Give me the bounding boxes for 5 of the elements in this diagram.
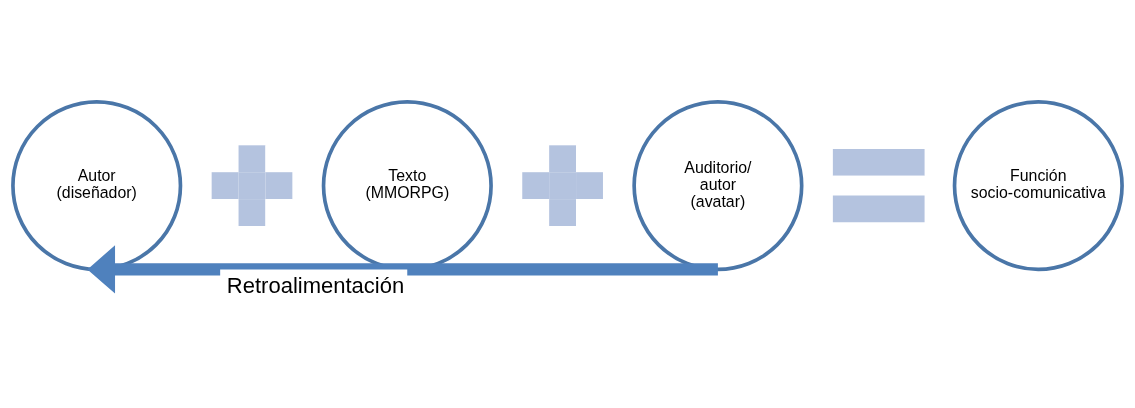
arrow xyxy=(87,245,718,294)
node-circle: Auditorio/ autor (avatar) xyxy=(632,100,804,272)
node-circle: Autor (diseñador) xyxy=(11,100,183,272)
edge-label: Retroalimentación xyxy=(226,273,405,299)
node-circle: Función socio-comunicativa xyxy=(952,100,1124,272)
